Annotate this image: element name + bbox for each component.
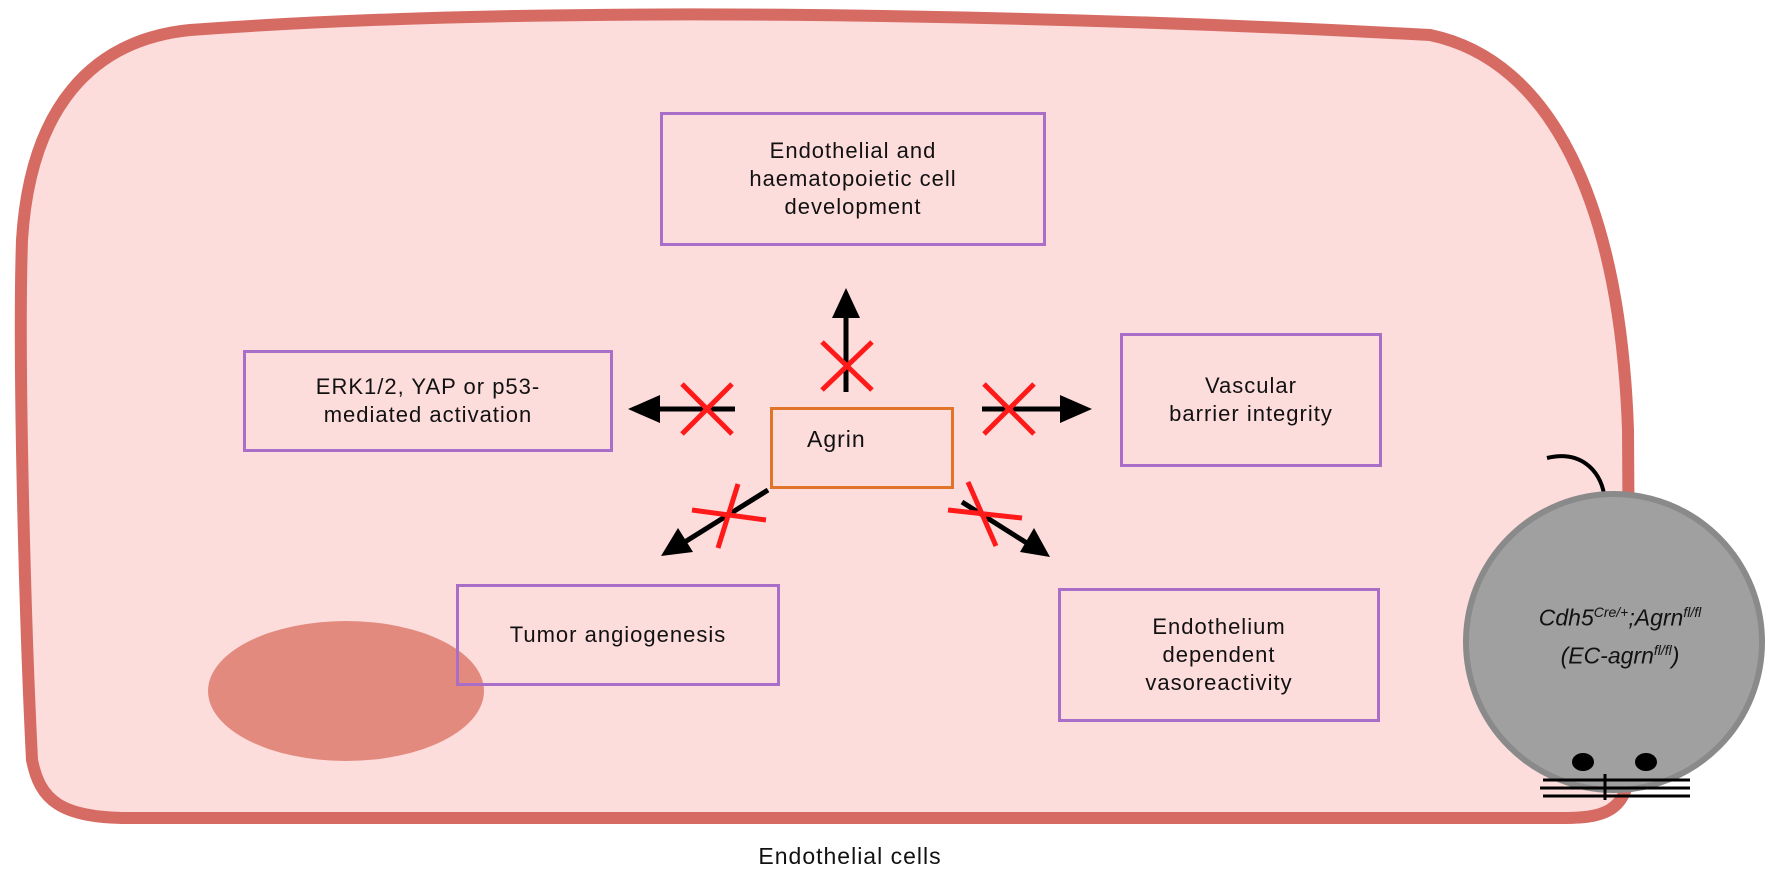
genotype-line-2: (EC-agrnfl/fl)	[1560, 641, 1680, 669]
box-angiogenesis: Tumor angiogenesis	[456, 584, 780, 686]
genotype-line-1: Cdh5Cre/+;Agrnfl/fl	[1538, 604, 1702, 631]
agrin-label: Agrin	[807, 426, 866, 452]
nucleus	[208, 621, 484, 761]
arrow-left	[628, 395, 735, 423]
inhibit-cross-down-left	[691, 483, 767, 549]
arrow-right	[982, 395, 1092, 423]
box-barrier: Vascular barrier integrity	[1120, 333, 1382, 467]
inhibit-cross-left	[680, 382, 734, 436]
box-development: Endothelial and haematopoietic cell deve…	[660, 112, 1046, 246]
caption-endothelial-cells: Endothelial cells	[758, 843, 942, 869]
vasoreactivity-label: Endothelium dependent vasoreactivity	[1145, 614, 1293, 695]
mouse-whiskers	[1540, 774, 1690, 800]
box-vasoreactivity: Endothelium dependent vasoreactivity	[1058, 588, 1380, 722]
inhibit-cross-up	[820, 340, 874, 392]
mouse-eye-right	[1635, 753, 1657, 771]
activation-label: ERK1/2, YAP or p53- mediated activation	[315, 374, 541, 427]
angiogenesis-label: Tumor angiogenesis	[509, 622, 727, 647]
inhibit-cross-down-right	[947, 480, 1023, 548]
mouse-genotype-label: Cdh5Cre/+;Agrnfl/fl (EC-agrnfl/fl)	[1480, 596, 1760, 671]
mouse-eye-left	[1572, 753, 1594, 771]
mouse-icon	[1463, 454, 1765, 800]
barrier-label: Vascular barrier integrity	[1169, 373, 1333, 426]
arrow-down-left	[661, 487, 770, 556]
box-activation: ERK1/2, YAP or p53- mediated activation	[243, 350, 613, 452]
arrow-up	[832, 288, 860, 392]
agrin-box: Agrin	[770, 407, 954, 489]
arrow-down-right	[960, 499, 1050, 557]
inhibit-cross-right	[982, 382, 1036, 436]
development-label: Endothelial and haematopoietic cell deve…	[749, 138, 957, 219]
